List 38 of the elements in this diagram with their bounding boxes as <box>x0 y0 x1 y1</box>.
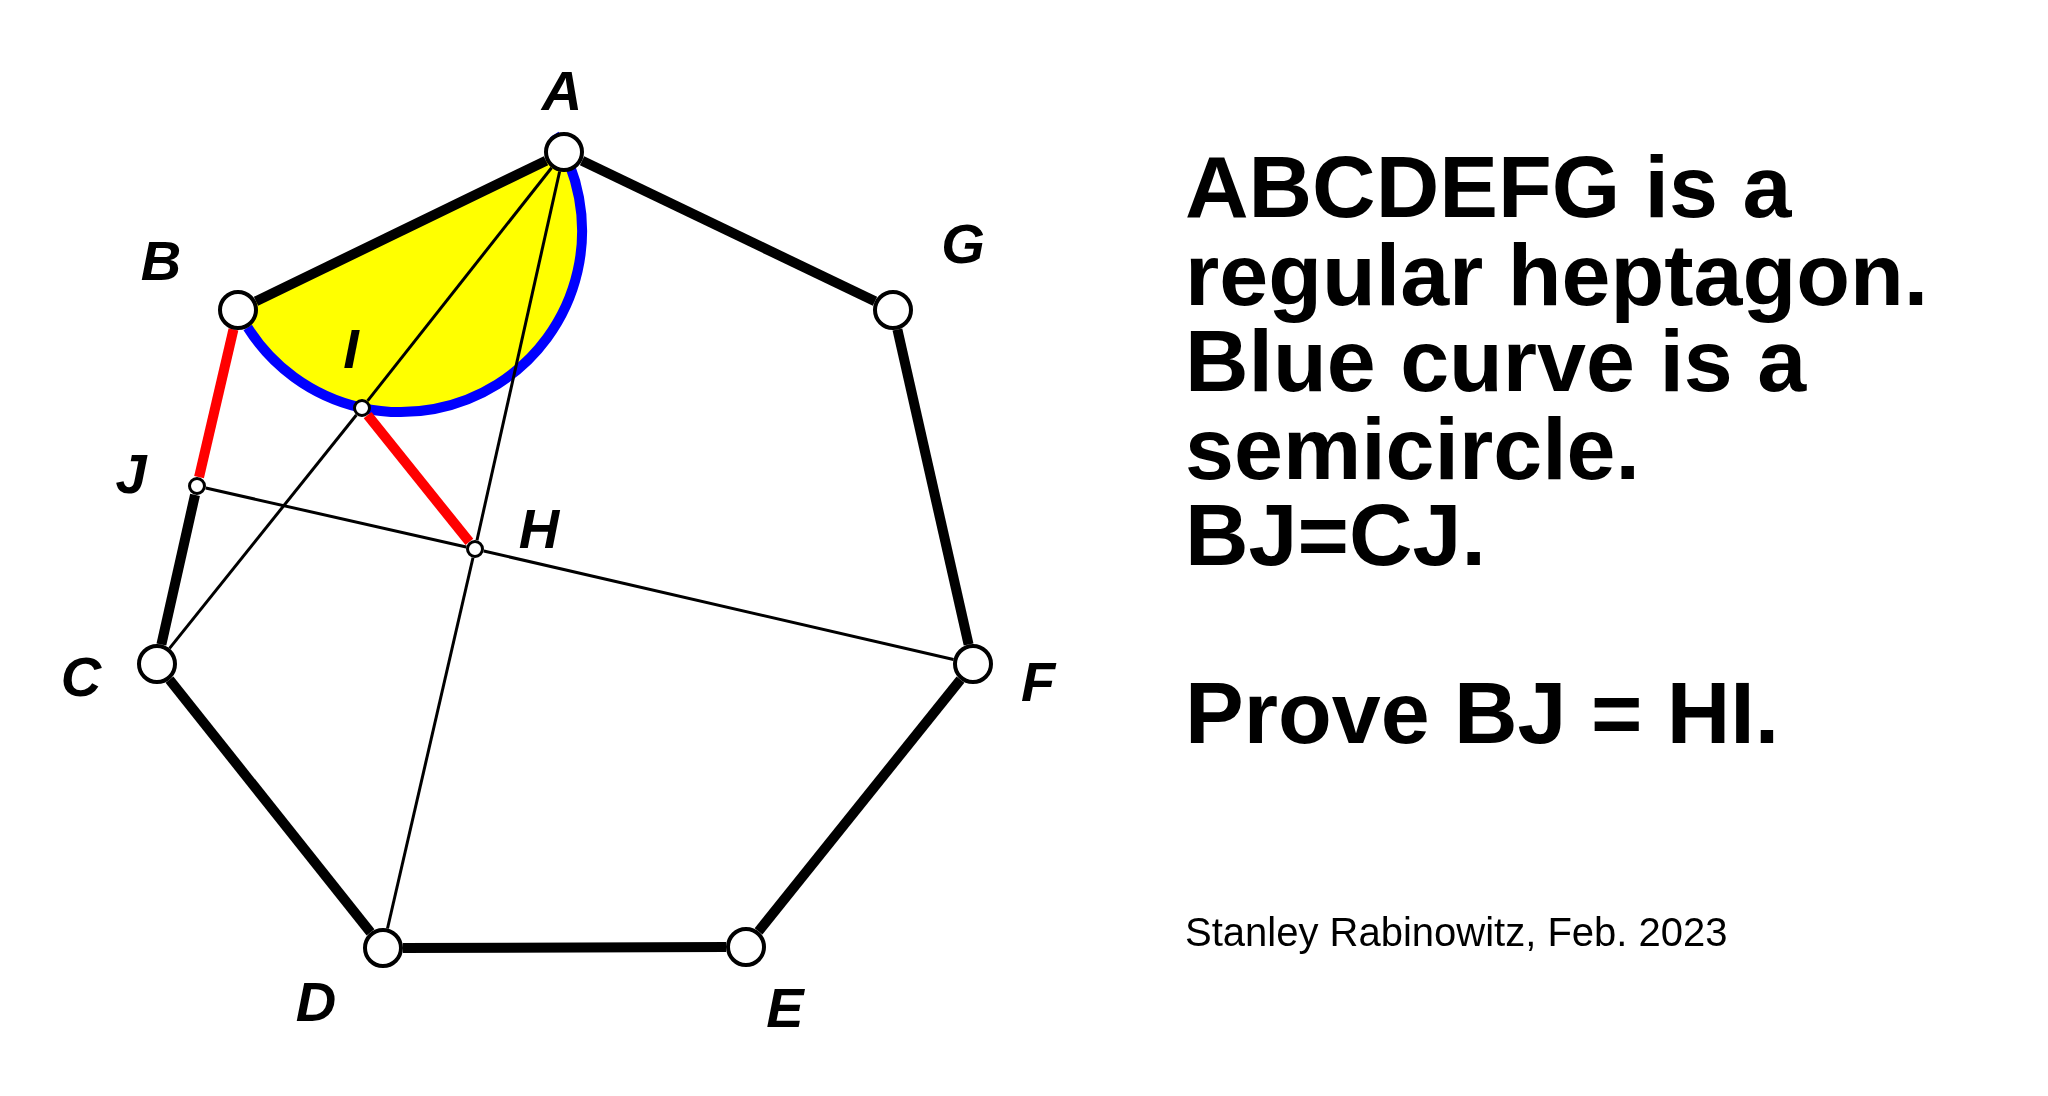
point-label: A <box>541 63 583 119</box>
line-segment <box>892 328 974 646</box>
point-label: H <box>518 501 560 557</box>
line-segment <box>168 414 358 650</box>
point-label: E <box>766 980 804 1036</box>
point-marker <box>218 290 258 330</box>
point-label: J <box>115 446 147 502</box>
point-label: I <box>343 321 359 377</box>
line-segment <box>253 156 549 306</box>
line-segment <box>483 549 954 661</box>
line-segment <box>194 328 239 479</box>
point-label: B <box>140 233 182 289</box>
credit-text: Stanley Rabinowitz, Feb. 2023 <box>1185 912 1729 952</box>
line-segment <box>165 676 375 936</box>
point-marker <box>726 927 766 967</box>
point-marker <box>188 477 206 495</box>
line-segment <box>363 411 474 546</box>
point-label: G <box>941 216 985 272</box>
point-marker <box>363 928 403 968</box>
task-text: Prove BJ = HI. <box>1185 669 1781 757</box>
line-segment <box>579 156 878 306</box>
point-marker <box>544 132 584 172</box>
point-marker <box>873 290 913 330</box>
point-marker <box>953 644 993 684</box>
statement-text: BJ=CJ. <box>1185 491 1487 579</box>
line-segment <box>366 166 553 402</box>
point-label: F <box>1020 654 1056 710</box>
line-segment <box>403 942 726 953</box>
line-segment <box>156 493 200 646</box>
point-marker <box>466 540 484 558</box>
point-marker <box>137 644 177 684</box>
line-segment <box>754 676 965 935</box>
semicircle-arc <box>243 132 587 417</box>
line-segment <box>386 557 475 929</box>
point-label: C <box>60 649 102 705</box>
line-segment <box>205 486 467 549</box>
point-label: D <box>295 974 337 1030</box>
line-segment <box>475 171 562 541</box>
